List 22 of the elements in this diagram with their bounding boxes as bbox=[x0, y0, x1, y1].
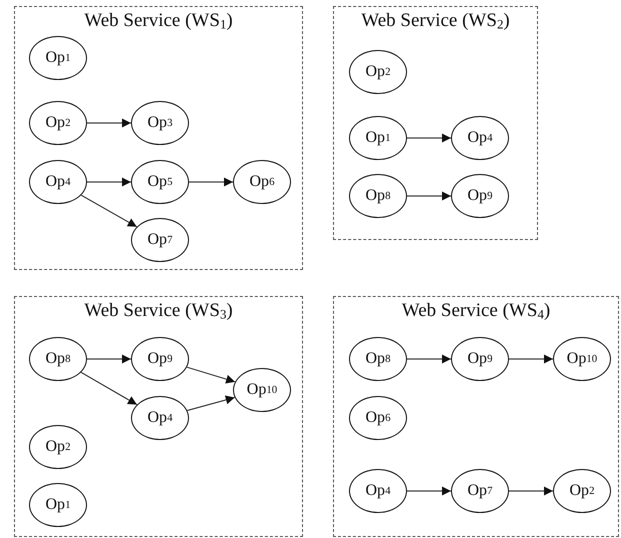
arrow bbox=[86, 118, 132, 128]
arrow bbox=[186, 366, 236, 384]
arrow bbox=[406, 192, 452, 200]
arrow bbox=[80, 372, 138, 406]
arrow bbox=[406, 486, 452, 496]
arrow bbox=[80, 194, 138, 228]
arrow bbox=[186, 396, 236, 412]
arrow bbox=[508, 354, 554, 364]
arrow bbox=[508, 486, 554, 496]
dashed-container-box bbox=[14, 296, 303, 537]
container-title: Web Service (WS$_{3}$) bbox=[83, 300, 234, 322]
dashed-container-box bbox=[333, 296, 619, 537]
arrow bbox=[86, 178, 132, 186]
arrow bbox=[86, 354, 132, 364]
container-title: Web Service (WS$_{1}$) bbox=[83, 10, 234, 32]
arrow bbox=[406, 354, 452, 364]
container-title: Web Service (WS$_{4}$) bbox=[400, 300, 552, 322]
container-title: Web Service (WS$_{2}$) bbox=[360, 10, 511, 32]
arrow bbox=[406, 134, 452, 142]
dashed-container-box bbox=[333, 6, 538, 240]
arrow bbox=[188, 178, 234, 186]
dashed-container-box bbox=[14, 6, 303, 270]
